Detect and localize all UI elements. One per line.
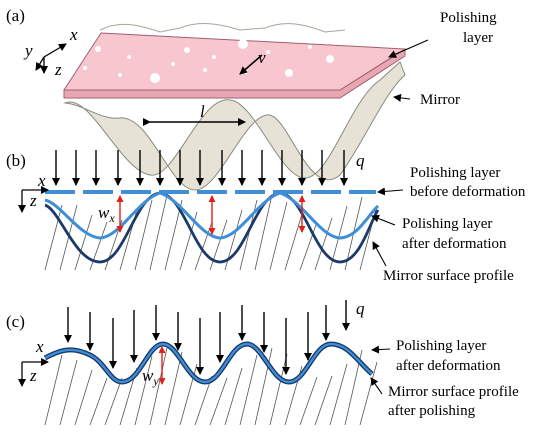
polishing-layer-label-2: layer: [463, 30, 493, 46]
polishing-layer-after-c: [44, 342, 373, 384]
mirror-label: Mirror: [420, 92, 460, 108]
mirror-surface-profile-b: [44, 191, 380, 264]
panel-b: (b): [6, 150, 526, 284]
load-arrows-b: [52, 150, 348, 186]
after-label-c-1: Polishing layer: [396, 338, 486, 354]
mirror-leader: [393, 93, 411, 102]
mirror-top-waves: [99, 23, 346, 33]
deflection-label-b: wx: [98, 203, 115, 225]
axis-z-label-c: z: [29, 366, 37, 385]
before-leader: [377, 187, 404, 196]
polishing-layer-after-b: [44, 191, 380, 240]
axis-z-label-a: z: [54, 60, 62, 79]
pad-dots: [83, 39, 357, 83]
polishing-layer-leader: [388, 39, 429, 58]
polishing-layer-slab: [63, 32, 407, 91]
deflection-label-c: wy: [142, 366, 159, 388]
axis-x-label-a: x: [69, 25, 78, 44]
load-label-b: q: [356, 151, 365, 170]
mirror-after-label-c-2: after polishing: [388, 403, 476, 419]
after-label-c-2: after deformation: [396, 358, 501, 374]
after-label-b-2: after deformation: [402, 236, 507, 252]
mirror-surface-after-polishing-c: [43, 341, 374, 385]
mirror-profile-leader: [372, 241, 387, 267]
axis-z-label-b: z: [29, 191, 37, 210]
panel-a: (a) v l x y z Pol: [6, 6, 497, 191]
axis-x-label-c: x: [35, 337, 44, 356]
axes-b: [18, 186, 49, 213]
after-leader-b: [371, 214, 396, 226]
axes-triad-a: [35, 43, 67, 74]
before-label-2: before deformation: [410, 184, 526, 200]
axes-c: [18, 358, 49, 387]
mirror-hatching-c: [44, 347, 378, 425]
polishing-layer-label-1: Polishing: [440, 10, 497, 26]
velocity-label: v: [258, 48, 266, 67]
after-leader-c: [371, 345, 391, 354]
wavelength-label: l: [200, 102, 205, 121]
axis-x-label-b: x: [37, 171, 46, 190]
load-arrows-c: [64, 300, 350, 375]
after-label-b-1: Polishing layer: [402, 216, 492, 232]
panel-b-tag: (b): [6, 151, 26, 170]
mirror-after-label-c-1: Mirror surface profile: [388, 384, 519, 400]
axis-y-label-a: y: [23, 41, 33, 60]
mirror-profile-label-b: Mirror surface profile: [383, 268, 514, 284]
deflection-arrows-b: [116, 195, 306, 235]
panel-a-tag: (a): [6, 6, 25, 25]
mirror-after-leader-c: [370, 377, 383, 395]
panel-c: (c): [6, 299, 519, 425]
panel-c-tag: (c): [6, 312, 25, 331]
velocity-arrow: [239, 54, 263, 75]
load-label-c: q: [356, 299, 365, 318]
before-label-1: Polishing layer: [410, 165, 500, 181]
